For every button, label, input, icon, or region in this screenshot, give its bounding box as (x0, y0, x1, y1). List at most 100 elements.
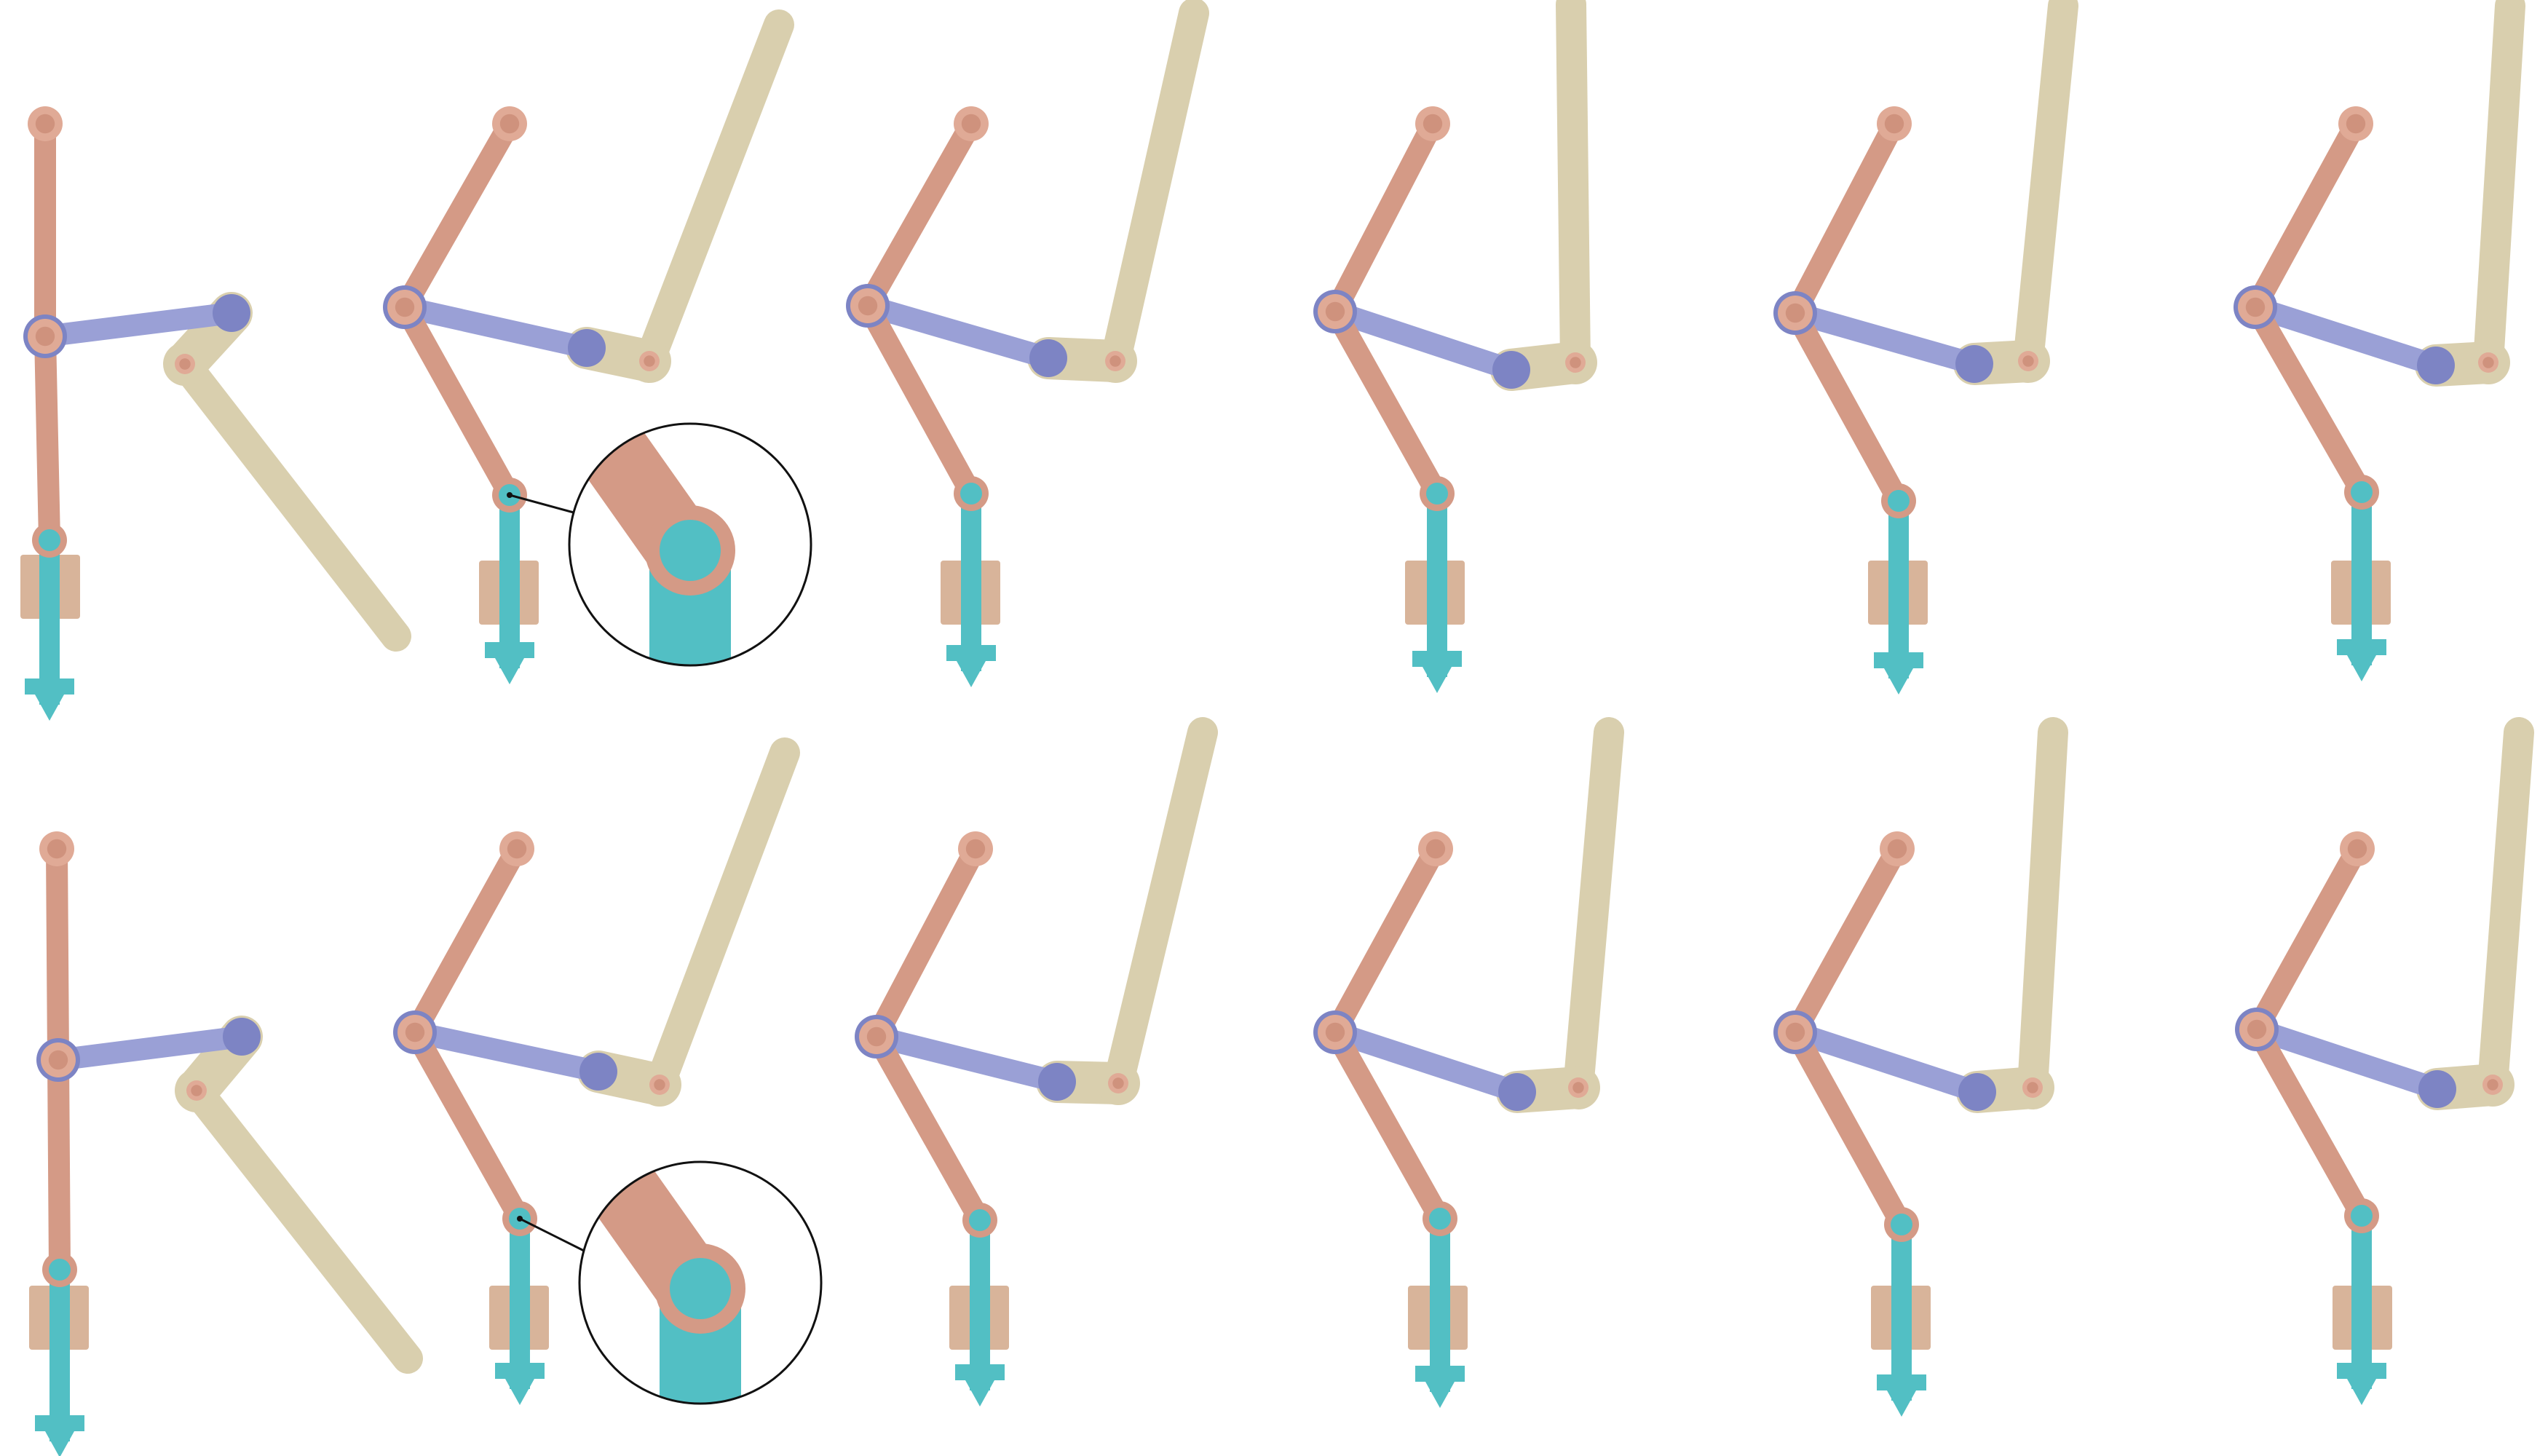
slider-pin (39, 529, 60, 551)
mid-pivot-pin (28, 319, 63, 354)
rocker-pivot-pin (2478, 352, 2498, 373)
rocker-link (170, 349, 411, 652)
slider-rod (955, 1220, 1005, 1406)
slider-rod (25, 540, 74, 721)
coupler-end-joint (2418, 1070, 2456, 1108)
coupler-end-joint (1492, 351, 1530, 389)
mid-pivot-pin (859, 1019, 894, 1054)
slider-pin (2351, 1205, 2373, 1227)
slider-rod (1412, 494, 1462, 693)
rocker-link (2017, 717, 2068, 1103)
coupler-end-joint (2417, 347, 2455, 384)
crank-lower-link (1784, 302, 1910, 512)
crank-upper-link (404, 838, 528, 1043)
rocker-link (1556, 0, 1591, 378)
mechanism-frame-2 (383, 9, 794, 684)
crank-lower-link (394, 296, 521, 506)
slider-rod (2337, 492, 2386, 681)
top-pivot-pin (2338, 106, 2373, 141)
mid-pivot-pin (41, 1042, 76, 1077)
zoomed-slider-pin (660, 520, 721, 581)
slider-rod (485, 495, 534, 684)
magnifier-callout-1 (507, 422, 812, 667)
crank-lower-link (34, 325, 60, 551)
crank-upper-link (2246, 838, 2368, 1040)
coupler-end-joint (1958, 1073, 1996, 1111)
crank-lower-link (1324, 301, 1448, 505)
crank-lower-link (1324, 1021, 1451, 1230)
crank-upper-link (394, 113, 521, 318)
mechanism-frame-9 (855, 717, 1218, 1406)
slider-pin (1429, 1208, 1451, 1230)
callout-leader-line (519, 1217, 585, 1252)
slider-rod (35, 1270, 84, 1456)
slider-pin (969, 1209, 991, 1231)
rocker-pivot-pin (186, 1080, 207, 1101)
callout-border (568, 422, 812, 667)
mid-pivot-pin (397, 1015, 432, 1050)
rocker-pivot-pin (175, 354, 195, 374)
crank-lower-link (2244, 296, 2373, 503)
mid-pivot-pin (2239, 1012, 2274, 1047)
callout-border (578, 1160, 823, 1405)
rocker-pivot-pin (1568, 1077, 1588, 1098)
mechanism-frame-12 (2235, 717, 2534, 1405)
slider-pin (1426, 483, 1448, 505)
rocker-pivot-pin (1565, 352, 1586, 373)
rocker-link (644, 737, 800, 1100)
mid-pivot-pin (1778, 296, 1813, 331)
top-pivot-pin (499, 831, 534, 866)
slider-pin (2351, 481, 2373, 503)
slider-pin (1891, 1214, 1912, 1235)
rocker-link (634, 9, 794, 376)
coupler-end-joint (1955, 345, 1993, 383)
coupler-end-joint (1029, 339, 1067, 377)
top-pivot-pin (958, 831, 993, 866)
rocker-pivot-pin (2482, 1075, 2503, 1095)
coupler-link (1784, 302, 1985, 375)
top-pivot-pin (1877, 106, 1912, 141)
crank-upper-link (866, 838, 986, 1048)
coupler-link (2246, 1018, 2448, 1100)
callout-zoomed-view (569, 424, 811, 665)
mechanism-frame-1 (20, 106, 411, 721)
rocker-pivot-pin (639, 351, 660, 371)
slider-pin (1888, 490, 1910, 512)
top-pivot-pin (39, 831, 74, 866)
rocker-pivot-pin (1105, 351, 1125, 371)
coupler-end-joint (223, 1018, 261, 1056)
rocker-pivot-pin (2022, 1077, 2043, 1098)
coupler-end-joint (1038, 1063, 1076, 1101)
coupler-link (866, 1026, 1068, 1093)
crank-upper-link (1324, 113, 1444, 323)
slider-rod (495, 1219, 545, 1405)
slider-rod (946, 494, 996, 687)
top-pivot-pin (1418, 831, 1453, 866)
crank-upper-link (1784, 113, 1905, 324)
rocker-pivot-pin (2018, 351, 2038, 371)
mid-pivot-pin (1778, 1015, 1813, 1050)
coupler-link (47, 1026, 253, 1071)
callout-anchor-dot (517, 1216, 523, 1222)
slider-pin (49, 1259, 71, 1281)
mid-pivot-pin (1318, 294, 1353, 329)
mechanism-frame-5 (1773, 0, 2078, 695)
top-pivot-pin (1415, 106, 1450, 141)
rocker-link (181, 1075, 423, 1374)
coupler-link (394, 296, 598, 359)
zoomed-slider-pin (670, 1258, 731, 1319)
mid-pivot-pin (387, 290, 422, 325)
crank-lower-link (47, 1049, 71, 1281)
crank-lower-link (1784, 1021, 1912, 1235)
crank-lower-link (2246, 1018, 2373, 1227)
rocker-link (2013, 0, 2078, 376)
mechanism-frame-6 (2234, 0, 2525, 681)
coupler-link (2244, 296, 2447, 376)
mechanism-frame-7 (29, 831, 423, 1456)
crank-upper-link (2244, 113, 2367, 318)
top-pivot-pin (28, 106, 63, 141)
rocker-link (2473, 0, 2525, 378)
mechanism-frame-11 (1773, 717, 2068, 1417)
coupler-end-joint (1498, 1073, 1536, 1111)
